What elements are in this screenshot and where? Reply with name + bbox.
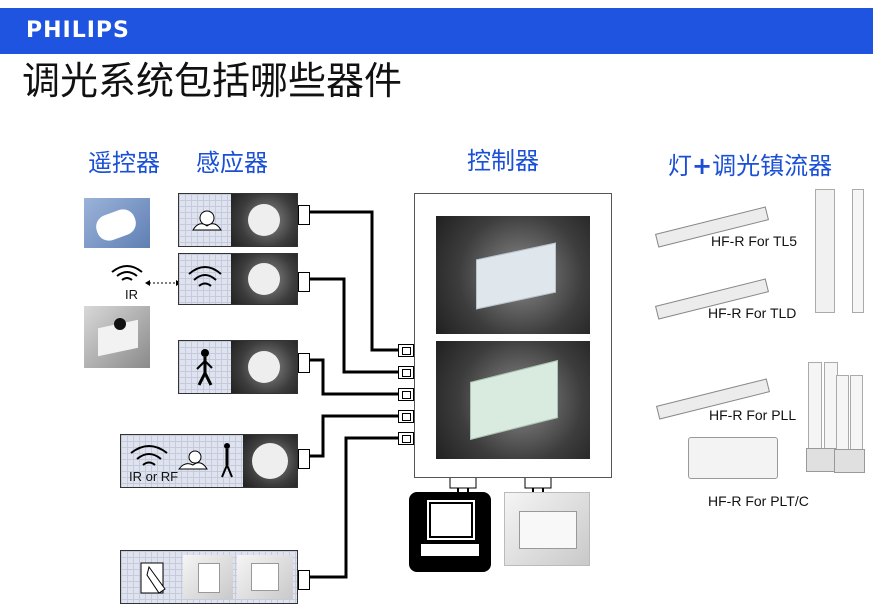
- multi-sensor-photo: [243, 435, 297, 487]
- sensor-presence-tile: [178, 340, 298, 394]
- lamp-heading-prefix: 灯: [668, 152, 692, 180]
- section-remote-heading: 遥控器: [88, 149, 160, 177]
- controller-port-4: [398, 410, 414, 423]
- controller-box: [414, 193, 612, 478]
- ballast-pll-label: HF-R For PLL: [709, 407, 797, 423]
- wall-switch-photo: [183, 555, 233, 599]
- wire-sensor-3: [306, 358, 398, 396]
- ir-label: IR: [125, 287, 138, 302]
- wire-wall-panel: [306, 436, 398, 579]
- wire-sensor-1: [306, 210, 398, 352]
- plug-multi-sensor: [298, 449, 310, 469]
- section-lamp-heading: 灯+调光镇流器: [668, 146, 832, 181]
- remote-device-icon: [92, 205, 140, 245]
- presence-grid-panel: [179, 341, 231, 393]
- section-sensor-heading: 感应器: [196, 149, 268, 177]
- sensor-ir-tile: [178, 253, 298, 305]
- header-banner: [0, 8, 873, 54]
- multi-daylight-icon: [177, 450, 208, 470]
- plug-wall-panel: [298, 570, 310, 590]
- multi-presence-icon: [221, 443, 233, 478]
- wire-sensor-2: [306, 277, 398, 374]
- wire-multi-sensor: [306, 414, 398, 458]
- wall-panel-tile: [120, 550, 298, 604]
- lamp-heading-plus: +: [692, 152, 713, 180]
- ballast-pltc-label: HF-R For PLT/C: [708, 493, 809, 509]
- wall-keypad-photo: [237, 555, 293, 599]
- ir-or-rf-label: IR or RF: [129, 469, 179, 484]
- section-controller-heading: 控制器: [467, 147, 539, 175]
- multi-sensor-tile: IR or RF: [120, 434, 298, 488]
- din-module-icon: [519, 511, 577, 549]
- page-title: 调光系统包括哪些器件: [22, 59, 403, 103]
- controller-photo-2: [436, 341, 590, 459]
- ballast-tld-label: HF-R For TLD: [708, 305, 797, 321]
- lamp-heading-suffix: 调光镇流器: [712, 152, 833, 180]
- multi-sensor-device-icon: [252, 443, 288, 479]
- sensor-2-device-icon: [248, 263, 280, 295]
- wall-remote-button: [114, 318, 126, 330]
- ballast-pltc-icon: [688, 437, 778, 479]
- sensor-daylight-tile: [178, 193, 298, 247]
- computer-keyboard: [421, 544, 479, 556]
- controller-port-3: [398, 388, 414, 401]
- plc-lamp-icon: [834, 375, 865, 481]
- controller-port-2: [398, 366, 414, 379]
- tl5-tube-icon: [852, 189, 864, 313]
- sensor-2-photo: [231, 254, 297, 304]
- sensor-1-device-icon: [248, 204, 280, 236]
- sensor-3-device-icon: [248, 351, 280, 383]
- plug-sensor-2: [298, 272, 310, 292]
- plug-sensor-1: [298, 205, 310, 225]
- controller-port-1: [398, 344, 414, 357]
- controller-port-5: [398, 432, 414, 445]
- computer-screen: [427, 500, 475, 540]
- sensor-1-photo: [231, 194, 297, 246]
- controller-photo-1: [436, 216, 590, 334]
- daylight-grid-panel: [179, 194, 231, 246]
- remote-photo: [84, 198, 150, 248]
- din-module-photo: [504, 492, 590, 566]
- wall-keypad-icon: [251, 563, 279, 591]
- wall-remote-photo: [84, 306, 150, 368]
- sensor-3-photo: [231, 341, 297, 393]
- ballast-tl5-label: HF-R For TL5: [711, 233, 798, 249]
- multi-ir-wave-icon: [130, 445, 168, 466]
- ir-grid-panel: [179, 254, 231, 304]
- controller-device-1-icon: [476, 242, 556, 310]
- wall-switch-icon: [198, 563, 220, 593]
- tld-tube-icon: [815, 189, 835, 313]
- controller-device-2-icon: [470, 360, 558, 440]
- computer-icon: [409, 492, 491, 572]
- brand-logo: PHILIPS: [26, 18, 130, 43]
- plug-sensor-3: [298, 353, 310, 373]
- ir-wave-icon: [110, 262, 144, 284]
- touch-panel-icon: [140, 562, 166, 594]
